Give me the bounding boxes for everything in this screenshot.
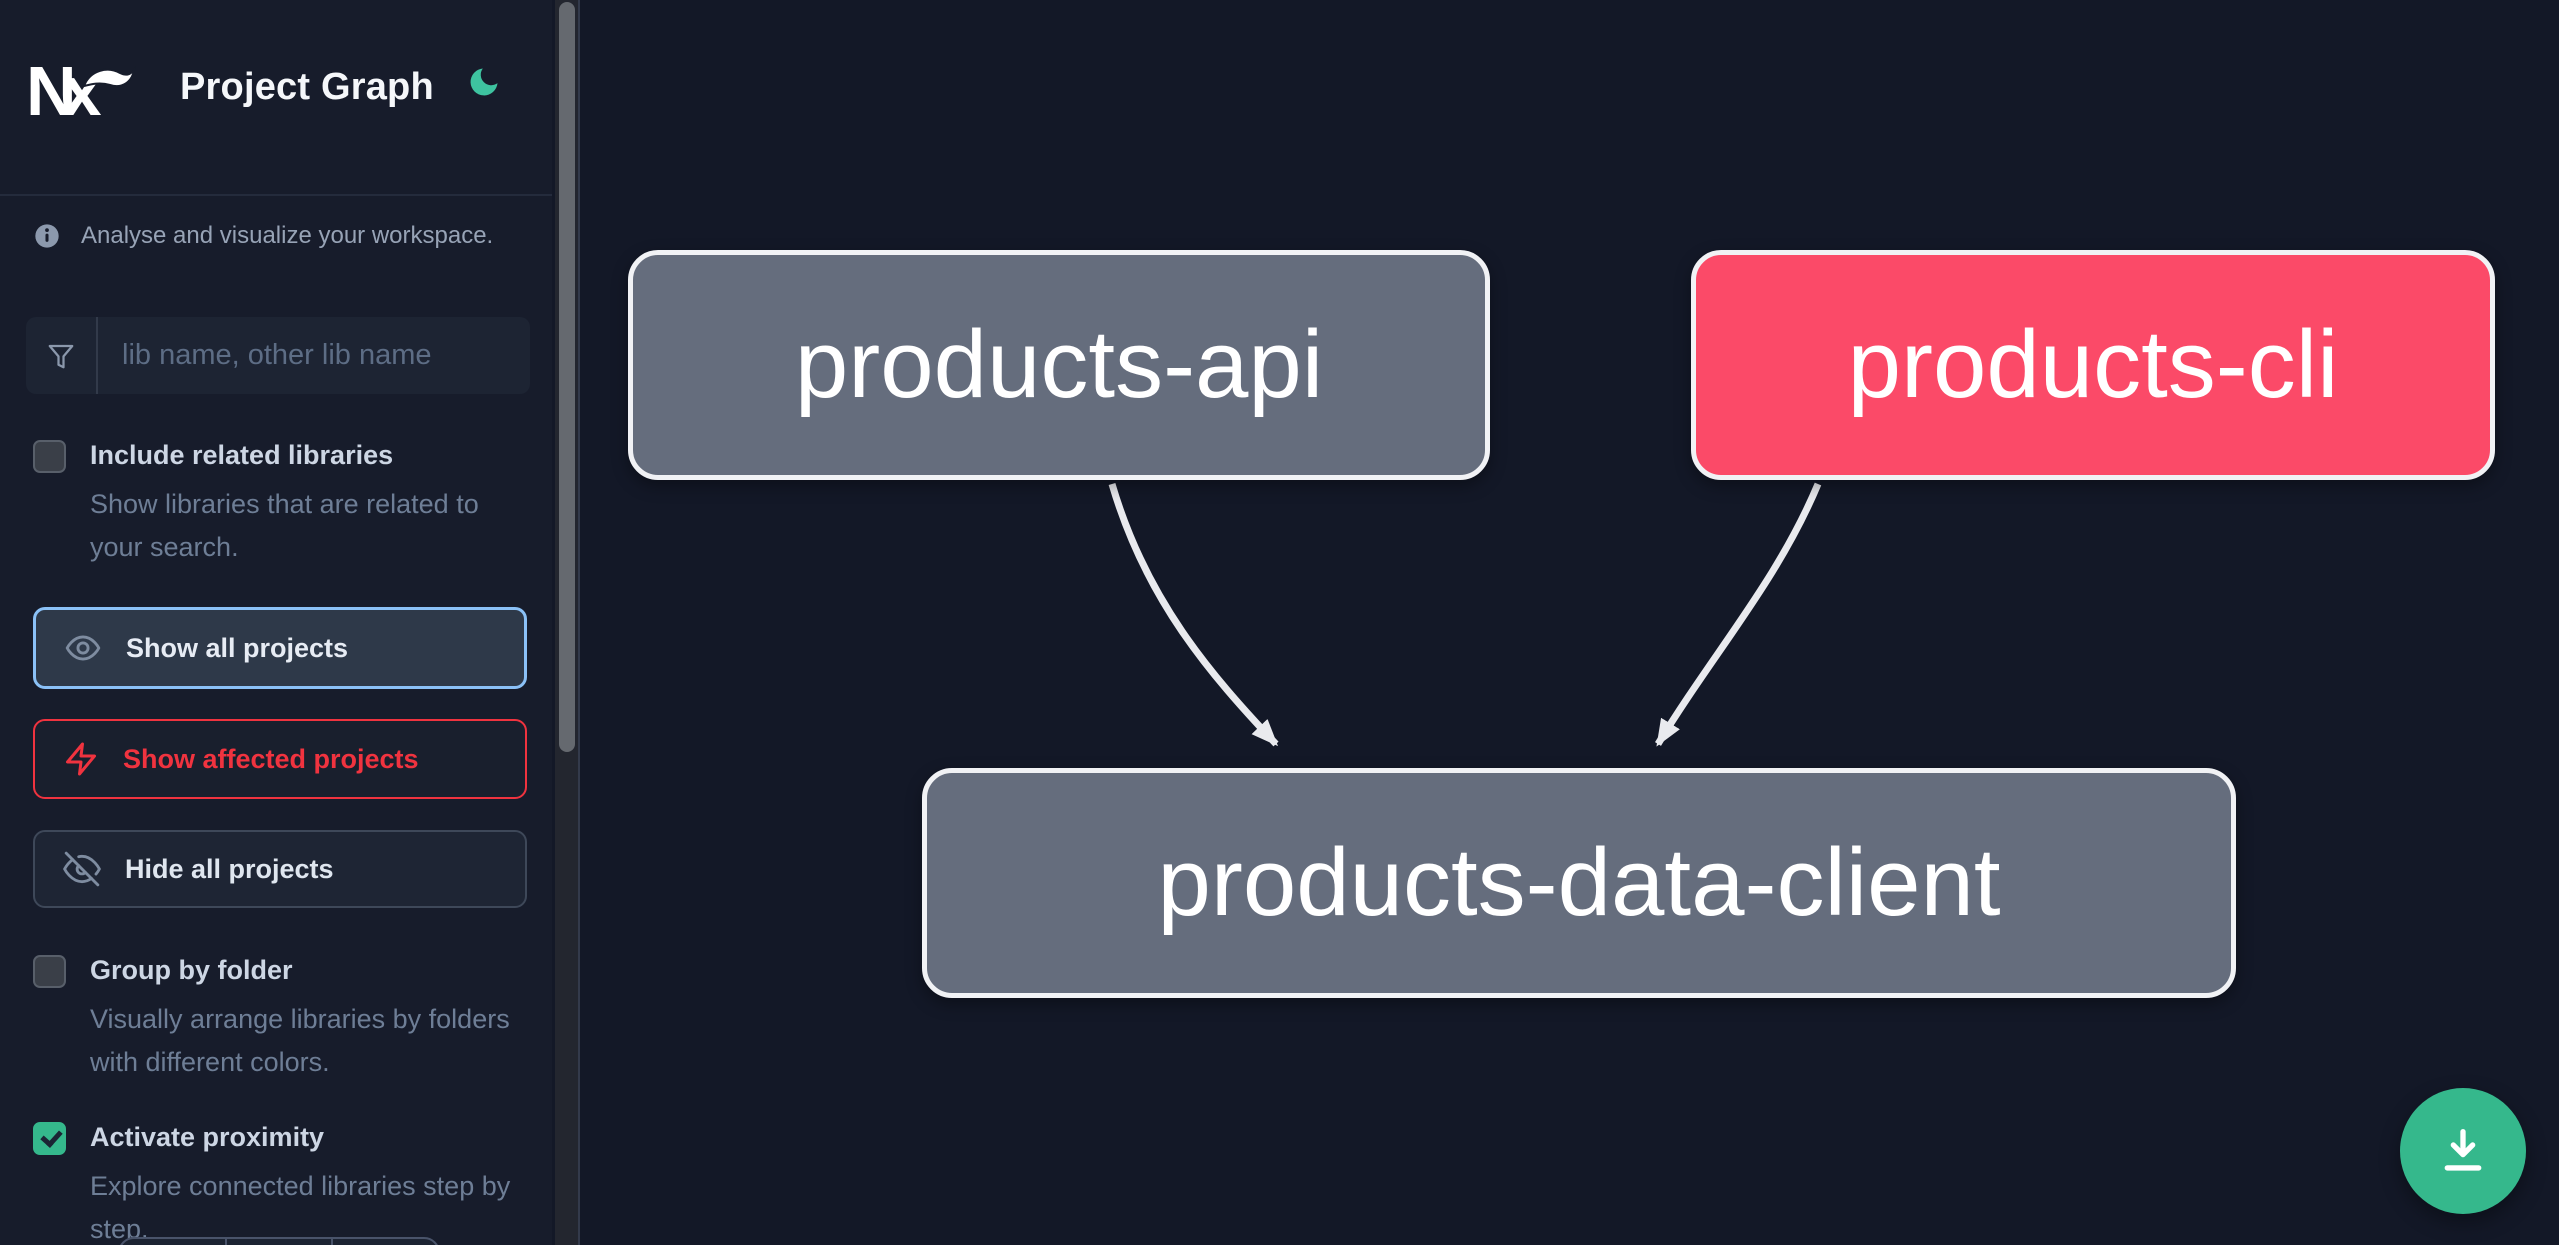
show-affected-projects-button[interactable]: Show affected projects — [33, 719, 527, 799]
canvas-divider — [578, 0, 580, 1245]
proximity-depth-control[interactable] — [118, 1237, 440, 1245]
search-box — [26, 317, 530, 394]
info-icon — [35, 224, 59, 248]
tagline: Analyse and visualize your workspace. — [81, 222, 494, 249]
edge-products-cli-to-data-client — [1655, 482, 1822, 747]
toggle-label: Activate proximity — [90, 1122, 325, 1152]
graph-node-products-data-client[interactable]: products-data-client — [922, 768, 2236, 998]
toggle-group-by-folder: Group by folder Visually arrange librari… — [33, 953, 510, 1084]
graph-node-products-cli[interactable]: products-cli — [1691, 250, 2495, 480]
activate-proximity-checkbox[interactable] — [33, 1122, 66, 1155]
toggle-description: Visually arrange libraries by folders wi… — [90, 1004, 510, 1077]
edge-products-api-to-data-client — [1108, 483, 1279, 747]
eye-icon — [65, 635, 101, 661]
depth-value-segment — [224, 1239, 332, 1245]
filter-funnel-icon — [26, 317, 98, 394]
sidebar-scrollbar-thumb[interactable] — [559, 2, 575, 752]
nx-logo-swoosh — [82, 66, 136, 88]
group-by-folder-checkbox[interactable] — [33, 955, 66, 988]
toggle-activate-proximity: Activate proximity Explore connected lib… — [33, 1120, 510, 1245]
show-all-projects-button[interactable]: Show all projects — [33, 607, 527, 689]
download-graph-button[interactable] — [2400, 1088, 2526, 1214]
lightning-icon — [66, 742, 96, 776]
toggle-include-related: Include related libraries Show libraries… — [33, 438, 503, 569]
graph-node-products-api[interactable]: products-api — [628, 250, 1490, 480]
toggle-description: Show libraries that are related to your … — [90, 489, 479, 562]
include-related-checkbox[interactable] — [33, 440, 66, 473]
toggle-description: Explore connected libraries step by step… — [90, 1171, 511, 1244]
download-icon — [2444, 1129, 2482, 1171]
toggle-label: Group by folder — [90, 955, 293, 985]
toggle-label: Include related libraries — [90, 440, 394, 470]
eye-off-icon — [63, 851, 101, 887]
theme-toggle-button[interactable] — [458, 56, 510, 108]
moon-icon — [470, 68, 498, 96]
depth-decrement-segment[interactable] — [120, 1239, 225, 1245]
hide-all-projects-button[interactable]: Hide all projects — [33, 830, 527, 908]
header-divider — [0, 194, 552, 196]
page-title: Project Graph — [180, 66, 434, 108]
depth-increment-segment[interactable] — [331, 1239, 438, 1245]
search-input[interactable] — [98, 317, 530, 394]
